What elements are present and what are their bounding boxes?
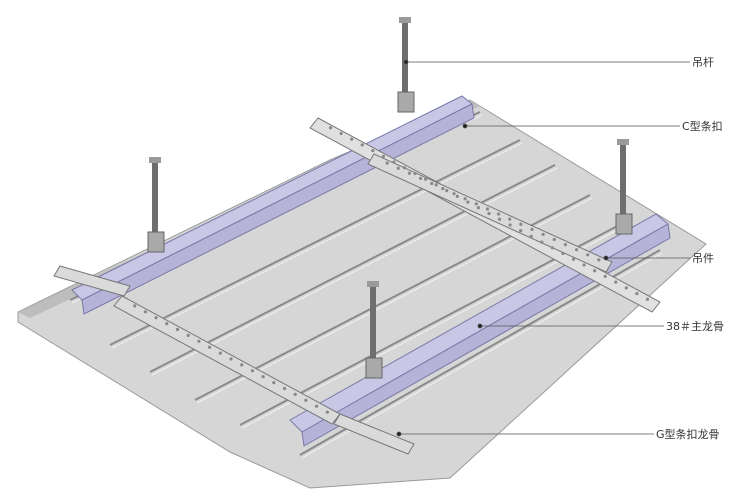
leader-lines	[396, 59, 690, 437]
perforation-hole	[186, 333, 190, 337]
perforation-hole	[485, 207, 490, 211]
perforation-hole	[593, 269, 597, 273]
perforation-hole	[519, 229, 523, 233]
hanger-rod-3	[615, 139, 633, 235]
perforation-hole	[455, 194, 459, 198]
hanger-rod-1	[397, 17, 415, 113]
perforation-hole	[392, 160, 396, 164]
perforation-hole	[452, 192, 456, 196]
hanger-1	[397, 91, 415, 113]
perforation-hole	[360, 143, 364, 147]
hanger-3	[615, 213, 633, 235]
perforation-hole	[603, 274, 607, 279]
groove-3	[149, 164, 556, 373]
perforation-hole	[582, 263, 586, 267]
perforation-hole	[208, 345, 212, 349]
perforation-hole	[385, 161, 389, 165]
perforation-hole	[197, 339, 201, 343]
perforation-hole	[418, 176, 423, 180]
perforation-hole	[165, 322, 169, 326]
hanger-rod-4	[365, 281, 383, 379]
perforation-hole	[561, 251, 565, 256]
perforation-hole	[430, 181, 434, 186]
perforation-hole	[282, 386, 287, 391]
label-hanger: 吊件	[692, 252, 714, 265]
perforation-hole	[586, 253, 590, 257]
perforation-hole	[645, 297, 650, 301]
perforation-hole	[328, 126, 333, 130]
perforation-hole	[218, 351, 222, 355]
main-keel-right-face	[301, 223, 671, 447]
perforation-hole	[541, 232, 545, 237]
perforation-hole	[434, 183, 438, 187]
perforation-hole	[563, 243, 568, 247]
perforation-hole	[229, 357, 233, 361]
perforation-hole	[508, 217, 512, 221]
perforation-hole	[508, 223, 512, 227]
perforation-hole	[315, 404, 319, 408]
perforation-hole	[463, 197, 467, 201]
perforation-hole	[635, 291, 639, 296]
perforation-hole	[240, 363, 244, 367]
perforation-hole	[371, 148, 375, 153]
perforation-hole	[272, 381, 276, 385]
label-g-clip-keel: G型条扣龙骨	[656, 427, 720, 441]
perforation-hole	[530, 227, 534, 231]
perforation-hole	[487, 211, 491, 216]
groove-2	[109, 139, 521, 346]
label-main-keel: 38＃主龙骨	[666, 320, 724, 333]
perforation-hole	[325, 410, 329, 414]
perforation-hole	[476, 206, 481, 210]
perforation-hole	[614, 280, 618, 284]
perforation-hole	[474, 202, 478, 206]
perforation-hole	[175, 327, 180, 332]
main-keels	[71, 95, 671, 447]
perforation-hole	[529, 234, 533, 238]
perforation-hole	[574, 248, 579, 252]
perforation-hole	[441, 186, 445, 191]
g-keel-lower	[113, 295, 341, 425]
label-hanger-rod: 吊杆	[692, 55, 714, 69]
perforation-hole	[261, 375, 265, 379]
perforation-hole	[424, 177, 428, 181]
hanger-rod-2	[147, 157, 165, 253]
keel-perforations	[133, 126, 650, 414]
perforation-hole	[496, 212, 501, 216]
perforation-hole	[339, 131, 343, 136]
perforation-hole	[293, 392, 297, 396]
perforation-hole	[597, 258, 601, 262]
label-c-clip: C型条扣	[682, 119, 723, 133]
perforation-hole	[402, 166, 407, 170]
perforation-hole	[133, 304, 137, 308]
g-keel-bottom	[333, 413, 415, 455]
g-keel-lower-left	[53, 265, 131, 297]
perforation-hole	[497, 217, 502, 221]
perforation-hole	[552, 237, 556, 242]
perforation-hole	[250, 369, 254, 373]
perforation-hole	[396, 166, 400, 170]
perforation-hole	[540, 240, 544, 244]
perforation-hole	[550, 246, 554, 250]
perforation-hole	[445, 189, 449, 193]
perforation-hole	[466, 200, 470, 204]
perforation-hole	[381, 154, 385, 158]
perforation-hole	[519, 222, 523, 226]
hanger-4	[365, 357, 383, 379]
perforation-hole	[571, 257, 576, 261]
hanger-2	[147, 231, 165, 253]
perforation-hole	[154, 316, 158, 320]
perforation-hole	[407, 171, 412, 175]
perforation-hole	[624, 286, 628, 290]
perforation-hole	[143, 310, 147, 314]
perforation-hole	[413, 171, 417, 176]
perforation-hole	[350, 137, 354, 141]
perforation-hole	[304, 398, 308, 402]
